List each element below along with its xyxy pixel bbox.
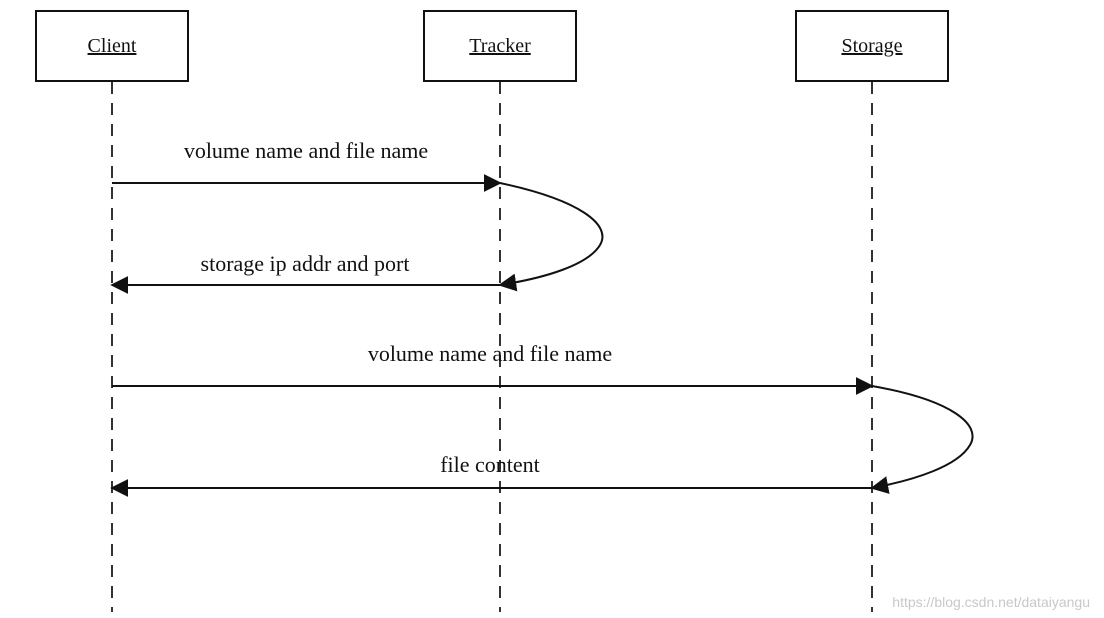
- message-label-3: volume name and file name: [367, 341, 613, 366]
- message-label-1: volume name and file name: [183, 138, 429, 163]
- actor-client-label: Client: [87, 34, 137, 57]
- actor-client: Client: [35, 10, 189, 82]
- tracker-processing-curve: [498, 182, 604, 292]
- message-label-4: file content: [440, 452, 540, 477]
- actor-storage-label: Storage: [841, 34, 903, 57]
- actor-tracker: Tracker: [423, 10, 577, 82]
- actor-tracker-label: Tracker: [469, 34, 531, 57]
- storage-processing-curve: [870, 385, 974, 494]
- actor-storage: Storage: [795, 10, 949, 82]
- message-label-2: storage ip addr and port: [200, 251, 410, 276]
- watermark-text: https://blog.csdn.net/dataiyangu: [892, 594, 1090, 610]
